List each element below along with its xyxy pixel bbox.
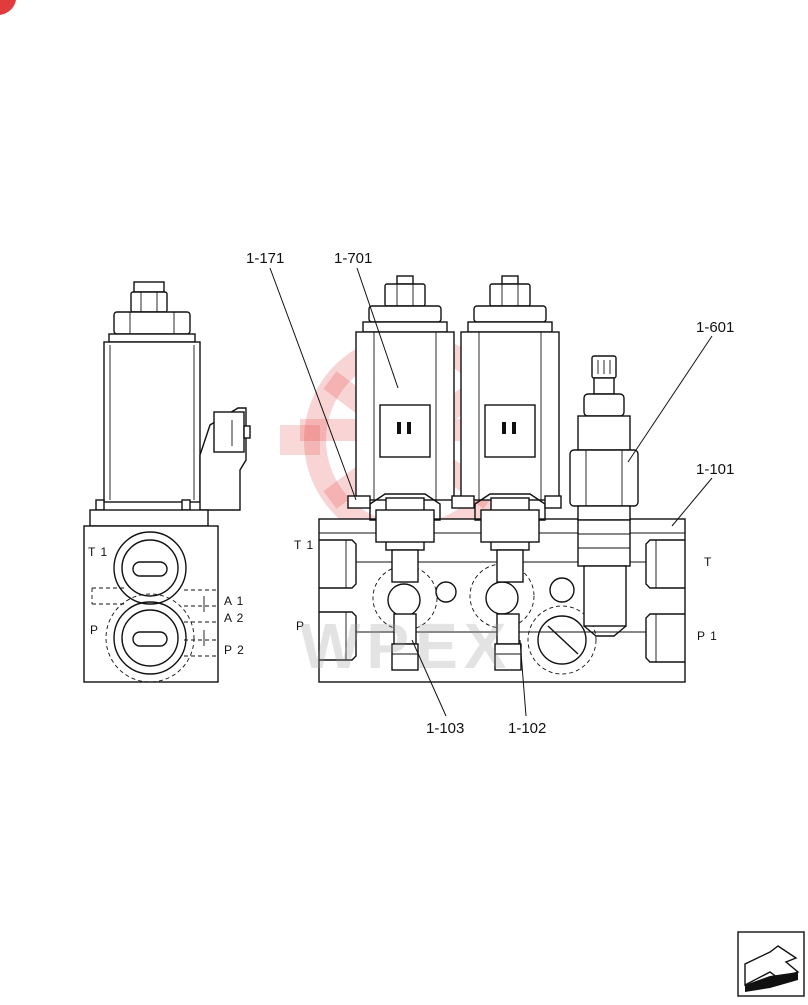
solenoid-valve-right xyxy=(460,275,560,583)
leader-1-171 xyxy=(269,267,357,501)
port-label-side-a2: A 2 xyxy=(224,611,244,625)
relief-valve xyxy=(569,355,639,637)
port-label-side-t1: T 1 xyxy=(88,545,108,559)
port-label-front-p1: P 1 xyxy=(697,629,718,643)
side-view xyxy=(83,281,251,683)
callout-1-701: 1-701 xyxy=(334,250,372,267)
callout-1-171: 1-171 xyxy=(246,250,284,267)
fitting-right xyxy=(544,495,562,509)
leader-1-103 xyxy=(411,639,447,717)
fitting-mid xyxy=(451,495,475,509)
next-page-arrow-icon[interactable] xyxy=(737,931,805,997)
port-label-front-p: P xyxy=(296,619,305,633)
port-label-front-t1: T 1 xyxy=(294,538,314,552)
callout-1-601: 1-601 xyxy=(696,319,734,336)
callout-1-101: 1-101 xyxy=(696,461,734,478)
port-label-side-p2: P 2 xyxy=(224,643,245,657)
solenoid-valve-left xyxy=(355,275,455,583)
leader-1-101 xyxy=(671,477,713,527)
watermark-text: WPEX xyxy=(300,610,512,682)
leader-1-701 xyxy=(356,267,399,389)
leader-1-601 xyxy=(627,335,713,463)
leader-1-102 xyxy=(519,639,527,717)
port-label-side-p: P xyxy=(90,623,99,637)
fitting-left xyxy=(347,495,371,509)
port-label-side-a1: A 1 xyxy=(224,594,244,608)
red-corner-mark-icon xyxy=(0,0,16,15)
callout-1-103: 1-103 xyxy=(426,720,464,737)
callout-1-102: 1-102 xyxy=(508,720,546,737)
port-label-front-t: T xyxy=(704,555,712,569)
